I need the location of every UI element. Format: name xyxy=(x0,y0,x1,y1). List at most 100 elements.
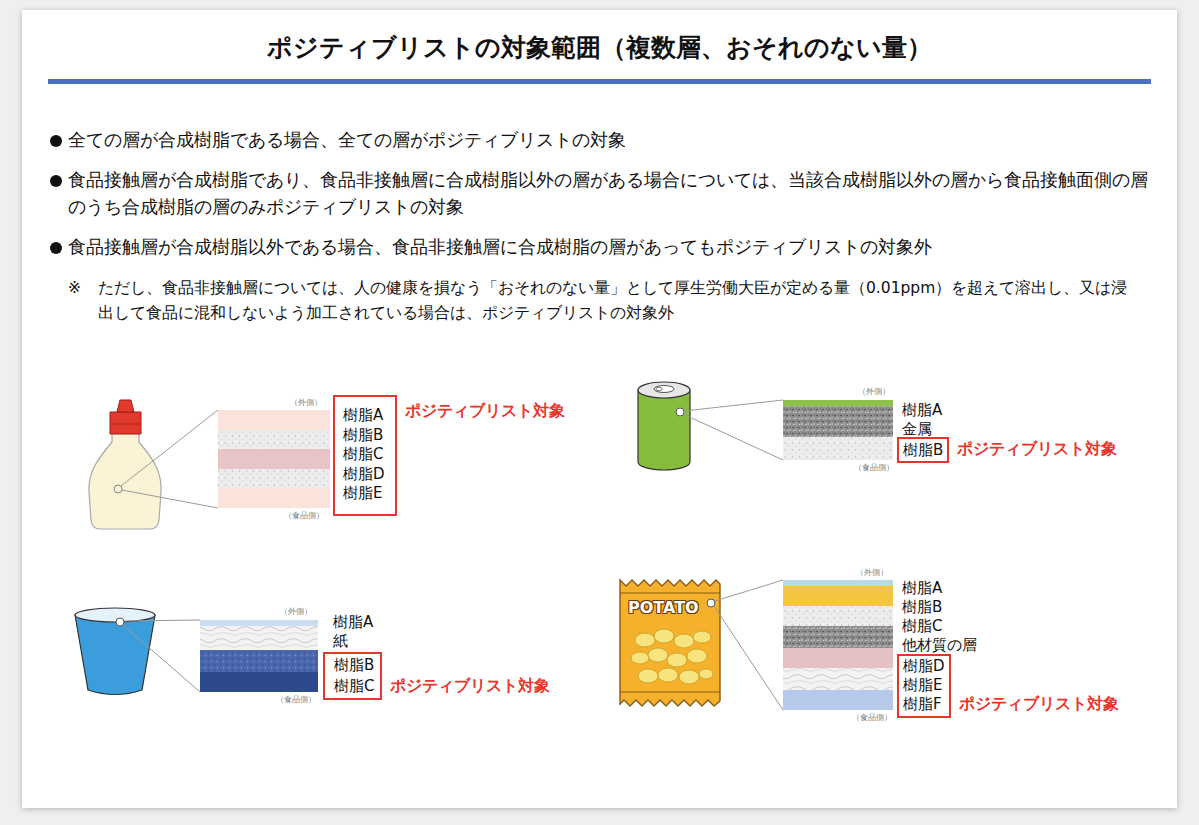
chips-bag-figure xyxy=(693,631,711,643)
side-label: （食品側） xyxy=(284,510,324,522)
bottle-figure xyxy=(89,432,161,529)
bullet-text: 食品接触層が合成樹脂以外である場合、食品非接触層に合成樹脂の層があってもポジティ… xyxy=(68,234,1168,261)
layer-section xyxy=(783,580,893,586)
bullet-dot xyxy=(50,135,62,147)
layer-label: 金属 xyxy=(902,419,932,439)
bottle-figure xyxy=(122,490,218,508)
layer-label: 樹脂B xyxy=(902,597,942,617)
side-label: （外側） xyxy=(290,397,322,409)
layer-label: 樹脂D xyxy=(903,657,945,676)
note-text: ただし、食品非接触層については、人の健康を損なう「おそれのない量」として厚生労働… xyxy=(98,276,1138,326)
side-label: （食品側） xyxy=(852,712,892,724)
chips-bag-figure xyxy=(654,629,674,643)
layer-section xyxy=(783,648,893,668)
chips-bag-figure xyxy=(667,653,687,667)
can-figure xyxy=(676,408,684,416)
layer-label: 樹脂A xyxy=(333,612,373,632)
bottle-figure xyxy=(114,485,122,493)
slide-title: ポジティブリストの対象範囲（複数層、おそれのない量） xyxy=(0,31,1199,65)
layer-section xyxy=(200,672,318,692)
cup-figure xyxy=(75,608,200,695)
layer-label: 樹脂C xyxy=(343,445,385,465)
bottle-figure xyxy=(89,400,218,529)
bullet-text: 全ての層が合成樹脂である場合、全ての層がポジティブリストの対象 xyxy=(68,127,1168,154)
layer-label: 樹脂B xyxy=(334,655,374,676)
layer-label: 紙 xyxy=(333,631,348,651)
cup-figure xyxy=(123,625,200,692)
layer-section xyxy=(783,400,893,460)
target-heading: ポジティブリスト対象 xyxy=(390,676,550,696)
layer-section xyxy=(200,620,318,692)
can-figure xyxy=(654,386,674,393)
cup-figure xyxy=(75,608,155,622)
chips-bag-figure xyxy=(687,649,707,663)
can-figure xyxy=(638,382,783,470)
layer-section xyxy=(783,580,893,710)
package-logo: POTATO xyxy=(628,598,699,618)
layer-section xyxy=(218,449,330,469)
layer-label: 樹脂B xyxy=(343,426,385,446)
layer-label: 樹脂D xyxy=(343,465,385,485)
bullet-dot xyxy=(50,242,62,254)
layer-section xyxy=(200,620,318,626)
can-figure xyxy=(683,414,783,460)
bottle-figure xyxy=(117,400,134,412)
target-layer-box: 樹脂A樹脂B樹脂C樹脂D樹脂Eポジティブリスト対象 xyxy=(333,395,397,516)
chips-bag-figure xyxy=(715,580,783,601)
layer-section xyxy=(783,626,893,648)
chips-bag-figure xyxy=(631,629,713,684)
chips-bag-figure xyxy=(631,652,649,664)
side-label: （食品側） xyxy=(276,694,316,706)
target-heading: ポジティブリスト対象 xyxy=(405,401,565,421)
side-label: （外側） xyxy=(280,606,312,618)
cup-figure xyxy=(75,615,155,695)
note-mark: ※ xyxy=(68,276,81,301)
can-figure xyxy=(638,382,690,398)
chips-bag-figure xyxy=(635,633,655,647)
target-layer-box: 樹脂Bポジティブリスト対象 xyxy=(897,437,949,463)
chips-bag-figure xyxy=(658,668,678,682)
layer-label: 樹脂F xyxy=(903,695,945,714)
layer-section xyxy=(200,650,318,672)
layer-label: 樹脂C xyxy=(902,616,942,636)
layer-section xyxy=(218,430,330,449)
side-label: （食品側） xyxy=(854,462,894,474)
layer-label: 樹脂B xyxy=(903,440,943,460)
cup-figure xyxy=(116,618,124,626)
layer-label: 樹脂E xyxy=(903,676,945,695)
layer-section xyxy=(783,606,893,626)
bottle-figure xyxy=(121,410,218,486)
target-heading: ポジティブリスト対象 xyxy=(959,694,1119,714)
layer-section xyxy=(783,690,893,710)
cup-figure xyxy=(124,620,200,621)
can-figure xyxy=(684,400,783,411)
side-label: （外側） xyxy=(856,567,888,579)
bottle-figure xyxy=(110,424,141,425)
layer-section xyxy=(783,437,893,460)
layer-section xyxy=(218,488,330,508)
bottle-figure xyxy=(110,412,141,434)
layer-section xyxy=(783,586,893,606)
layer-section xyxy=(783,668,893,690)
layer-label: 樹脂C xyxy=(334,676,374,697)
chips-bag-figure xyxy=(699,669,713,679)
chips-bag-figure xyxy=(620,580,783,710)
chips-bag-figure xyxy=(679,670,699,684)
layer-label: 樹脂A xyxy=(902,400,942,420)
layer-label: 樹脂A xyxy=(343,406,385,426)
can-figure xyxy=(656,387,662,391)
layer-label: 他材質の層 xyxy=(902,635,977,655)
layer-section xyxy=(783,406,893,437)
layer-section xyxy=(783,400,893,406)
layer-section xyxy=(218,410,330,430)
side-label: （外側） xyxy=(858,386,890,398)
chips-bag-figure xyxy=(620,593,720,594)
target-layer-box: 樹脂B樹脂Cポジティブリスト対象 xyxy=(323,652,382,700)
chips-bag-figure xyxy=(638,669,658,683)
can-figure xyxy=(638,390,690,470)
chips-bag-figure xyxy=(714,606,783,710)
chips-bag-figure xyxy=(648,648,668,662)
chips-bag-figure xyxy=(707,599,715,607)
bullet-text: 食品接触層が合成樹脂であり、食品非接触層に合成樹脂以外の層がある場合については、… xyxy=(68,167,1153,221)
